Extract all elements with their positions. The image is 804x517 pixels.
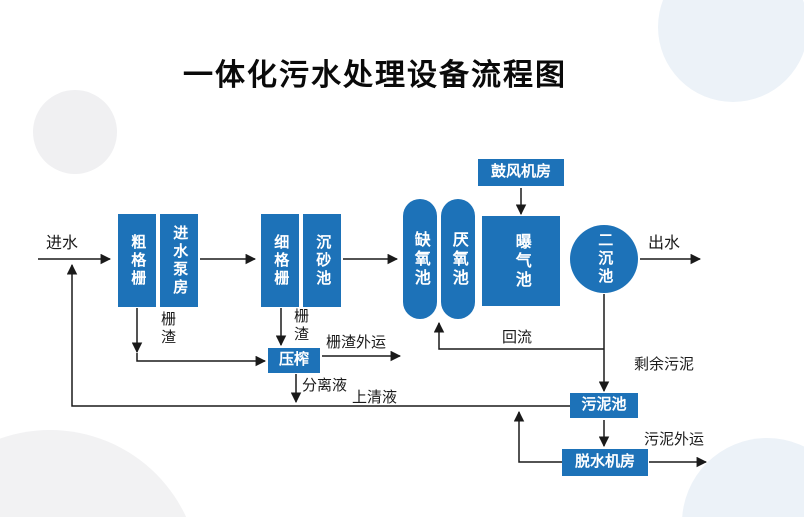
label-inlet-water: 进水 [46,235,79,252]
edge-supernatant-return [66,263,570,407]
node-press: 压榨 [268,348,320,373]
label-return-flow: 回流 [502,329,533,346]
node-grit-chamber-label: 沉砂池 [314,233,332,288]
node-secondary-clarifier: 二沉池 [570,225,638,293]
node-fine-screen: 细格栅 [261,214,299,307]
node-anoxic-tank-label: 缺氧池 [411,230,429,288]
diagram-title: 一体化污水处理设备流程图 [183,59,567,92]
label-screenings-out: 栅渣外运 [326,334,387,351]
node-aeration-tank-label: 曝气池 [512,232,530,290]
node-anaerobic-tank: 厌氧池 [441,199,475,319]
node-anaerobic-tank-label: 厌氧池 [449,230,467,288]
label-sludge-out: 污泥外运 [644,431,705,448]
label-outlet-water: 出水 [648,235,681,252]
node-aeration-tank: 曝气池 [482,216,560,306]
node-dewatering-room-label: 脱水机房 [574,453,635,471]
node-sludge-tank-label: 污泥池 [581,396,627,414]
node-dewatering-room: 脱水机房 [562,449,648,476]
label-separated-liquid: 分离液 [302,377,348,394]
edge-return-flow [433,321,604,350]
node-press-label: 压榨 [278,351,309,369]
node-blower-room: 鼓风机房 [478,159,564,186]
label-screenings-fine: 栅渣 [292,308,309,344]
node-coarse-screen: 粗格栅 [118,214,156,307]
node-sludge-tank: 污泥池 [570,393,638,418]
node-inlet-pump-house: 进水泵房 [160,214,198,307]
node-grit-chamber: 沉砂池 [303,214,341,307]
label-excess-sludge: 剩余污泥 [634,356,695,373]
edge-coarse-screenings-to-press [136,353,267,367]
label-screenings-coarse: 栅渣 [159,311,176,347]
node-inlet-pump-house-label: 进水泵房 [171,224,189,297]
node-secondary-clarifier-label: 二沉池 [596,232,614,286]
decor-circle-left [33,90,117,174]
edge-dewatering-filtrate-return [513,410,562,463]
label-supernatant: 上清液 [352,389,398,406]
node-anoxic-tank: 缺氧池 [403,199,437,319]
node-blower-room-label: 鼓风机房 [490,163,551,181]
node-fine-screen-label: 细格栅 [272,233,290,288]
node-coarse-screen-label: 粗格栅 [129,233,147,288]
